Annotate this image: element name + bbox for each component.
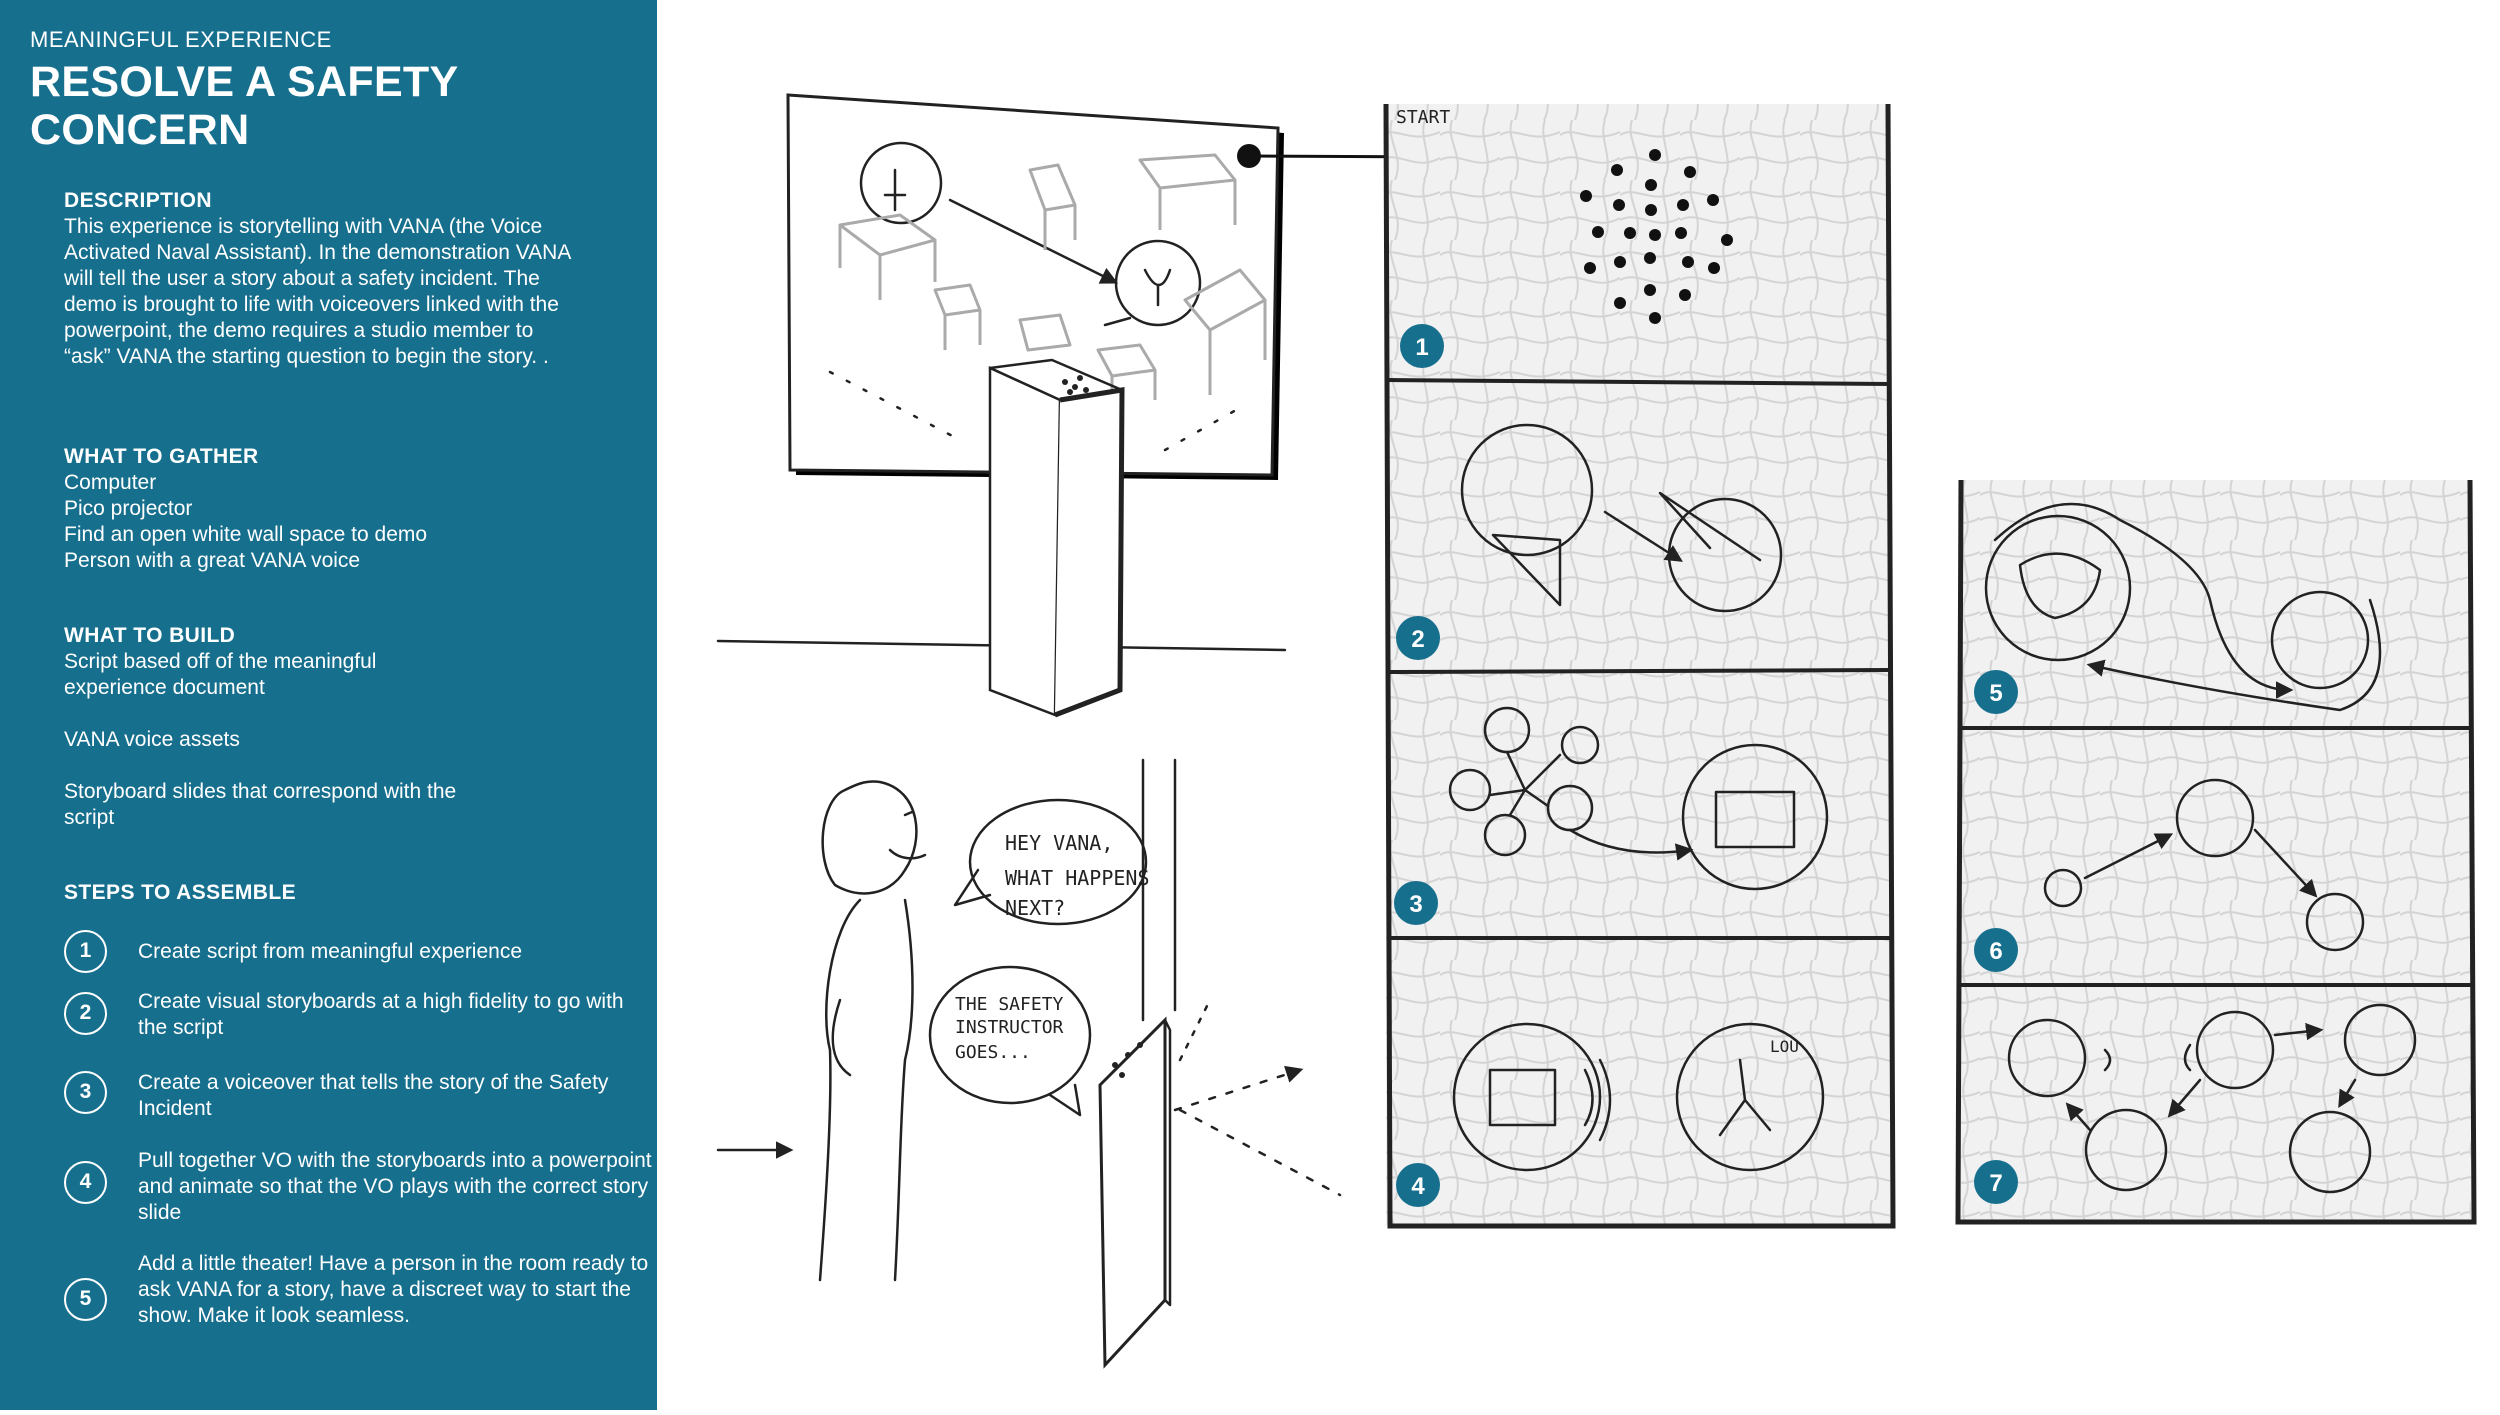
lou-label: LOU [1770, 1037, 1799, 1056]
list-item: Storyboard slides that correspond with t… [64, 780, 457, 829]
steps-heading: STEPS TO ASSEMBLE [64, 881, 297, 904]
step-text: Pull together VO with the storyboards in… [138, 1149, 652, 1224]
step-text: Create visual storyboards at a high fide… [138, 990, 624, 1039]
svg-text:5: 5 [1989, 680, 2002, 707]
start-label: START [1396, 107, 1450, 128]
description-section: DESCRIPTION This experience is storytell… [64, 188, 604, 370]
panel-badge-5: 5 [1974, 670, 2018, 714]
vana-dot-cluster [1580, 149, 1733, 324]
eyebrow-label: MEANINGFUL EXPERIENCE [30, 27, 332, 52]
description-body: This experience is storytelling with VAN… [64, 215, 571, 368]
step-number: 1 [64, 930, 107, 973]
sketch-area: HEY VANA, WHAT HAPPENS NEXT? THE SAFETY … [657, 0, 2500, 1410]
speech-line: THE SAFETY [955, 994, 1064, 1015]
storyboard-column-1: START LOU [1383, 103, 1896, 1229]
build-heading: WHAT TO BUILD [64, 624, 236, 647]
step-3: 3 Create a voiceover that tells the stor… [64, 1071, 608, 1151]
speech-line: INSTRUCTOR [955, 1017, 1064, 1038]
step-1: 1 Create script from meaningful experien… [64, 930, 604, 1010]
description-heading: DESCRIPTION [64, 189, 212, 212]
svg-text:3: 3 [1409, 891, 1422, 918]
svg-text:1: 1 [1415, 334, 1428, 361]
step-text: Add a little theater! Have a person in t… [138, 1252, 649, 1327]
svg-text:6: 6 [1989, 938, 2002, 965]
panel-badge-3: 3 [1394, 881, 1438, 925]
pedestal-sketch [988, 358, 1125, 718]
list-item: VANA voice assets [64, 728, 240, 751]
svg-text:7: 7 [1989, 1170, 2002, 1197]
list-item: Person with a great VANA voice [64, 549, 361, 572]
list-item: Pico projector [64, 497, 193, 520]
list-item: Computer [64, 471, 157, 494]
speech-line: NEXT? [1005, 896, 1065, 920]
speech-line: HEY VANA, [1005, 831, 1113, 855]
person-scene-sketch: HEY VANA, WHAT HAPPENS NEXT? THE SAFETY … [716, 758, 1342, 1369]
build-section: WHAT TO BUILD Script based off of the me… [64, 623, 604, 831]
step-text: Create script from meaningful experience [138, 940, 523, 963]
panel-badge-1: 1 [1400, 324, 1444, 368]
storyboard-column-2 [1955, 479, 2477, 1225]
page-title: RESOLVE A SAFETY CONCERN [30, 58, 458, 154]
step-number: 2 [64, 992, 107, 1035]
svg-text:4: 4 [1411, 1173, 1425, 1200]
step-number: 3 [64, 1071, 107, 1114]
step-number: 5 [64, 1278, 107, 1321]
speech-line: WHAT HAPPENS [1005, 866, 1150, 890]
list-item: Find an open white wall space to demo [64, 523, 428, 546]
step-2: 2 Create visual storyboards at a high fi… [64, 990, 624, 1072]
step-4: 4 Pull together VO with the storyboards … [64, 1149, 652, 1241]
panel-badge-7: 7 [1974, 1160, 2018, 1204]
gather-heading: WHAT TO GATHER [64, 445, 259, 468]
sidebar-panel: MEANINGFUL EXPERIENCE RESOLVE A SAFETY C… [0, 0, 657, 1410]
panel-badge-2: 2 [1396, 616, 1440, 660]
list-item: Script based off of the meaningful exper… [64, 650, 377, 699]
step-text: Create a voiceover that tells the story … [138, 1071, 609, 1120]
svg-text:2: 2 [1411, 626, 1424, 653]
panel-badge-6: 6 [1974, 928, 2018, 972]
gather-section: WHAT TO GATHER Computer Pico projector F… [64, 444, 604, 574]
speech-line: GOES... [955, 1042, 1031, 1063]
step-5: 5 Add a little theater! Have a person in… [64, 1252, 648, 1358]
panel-badge-4: 4 [1396, 1163, 1440, 1207]
step-number: 4 [64, 1161, 107, 1204]
steps-section: STEPS TO ASSEMBLE [64, 880, 604, 906]
